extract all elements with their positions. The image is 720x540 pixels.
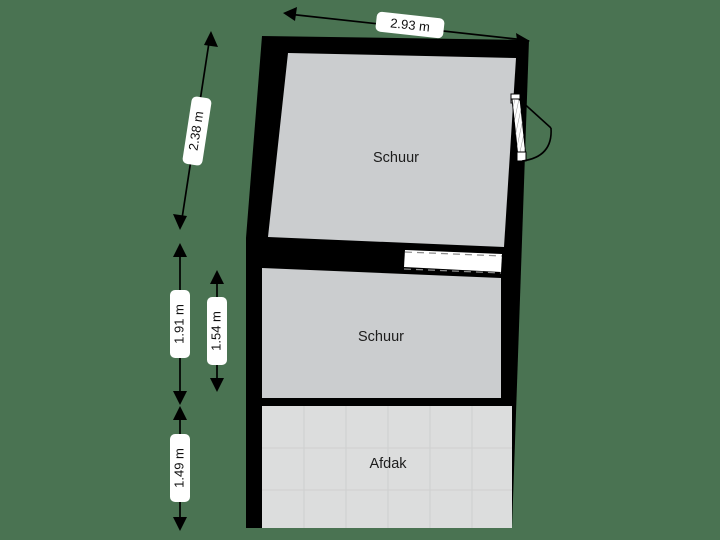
schuur-lower-floor xyxy=(262,268,501,398)
afdak-tile-grid xyxy=(262,406,512,528)
afdak-label: Afdak xyxy=(369,456,407,472)
schuur-lower-label: Schuur xyxy=(358,329,404,345)
opening-dash-bottom xyxy=(403,268,502,274)
dim-top-arrow-right xyxy=(516,33,530,47)
dim-238-label: 2.38 m xyxy=(186,110,207,152)
dim-238-arrow-bottom xyxy=(173,214,187,230)
dim-154-pill xyxy=(207,297,227,365)
dim-top-pill xyxy=(375,11,445,39)
room-schuur-lower[interactable]: Schuur xyxy=(262,268,501,398)
dim-238-pill xyxy=(182,96,212,166)
dimension-top-width: 2.93 m xyxy=(283,7,530,47)
dim-191-pill xyxy=(170,290,190,358)
dim-149-label: 1.49 m xyxy=(171,448,186,488)
door-panel-hatch xyxy=(512,99,526,157)
door-hinge-bottom xyxy=(516,151,527,162)
dim-top-arrow-left xyxy=(283,7,297,21)
dimension-left-lower: 1.49 m xyxy=(170,406,190,531)
dim-top-label: 2.93 m xyxy=(390,15,431,34)
door-swing-arc xyxy=(521,127,552,162)
room-schuur-upper[interactable]: Schuur xyxy=(268,53,516,247)
dim-154-arrow-bottom xyxy=(210,378,224,392)
schuur-upper-floor xyxy=(268,53,516,247)
entry-door[interactable] xyxy=(510,93,552,162)
dim-191-arrow-bottom xyxy=(173,391,187,405)
schuur-upper-label: Schuur xyxy=(373,150,419,166)
dim-238-arrow-top xyxy=(204,31,218,47)
interior-opening[interactable] xyxy=(403,250,503,274)
dim-191-label: 1.91 m xyxy=(171,304,186,344)
dim-149-pill xyxy=(170,434,190,502)
dimension-inner-mid: 1.54 m xyxy=(207,270,227,392)
dim-149-arrow-bottom xyxy=(173,517,187,531)
dim-154-arrow-top xyxy=(210,270,224,284)
opening-dash-top xyxy=(404,251,503,257)
dim-191-arrow-top xyxy=(173,243,187,257)
dim-154-label: 1.54 m xyxy=(208,311,223,351)
room-afdak[interactable]: Afdak xyxy=(256,400,518,532)
dimension-left-upper: 2.38 m xyxy=(173,31,218,230)
afdak-floor xyxy=(262,406,512,528)
dimension-left-mid: 1.91 m xyxy=(170,243,190,405)
door-leaf-line xyxy=(518,98,552,129)
dim-149-arrow-top xyxy=(173,406,187,420)
